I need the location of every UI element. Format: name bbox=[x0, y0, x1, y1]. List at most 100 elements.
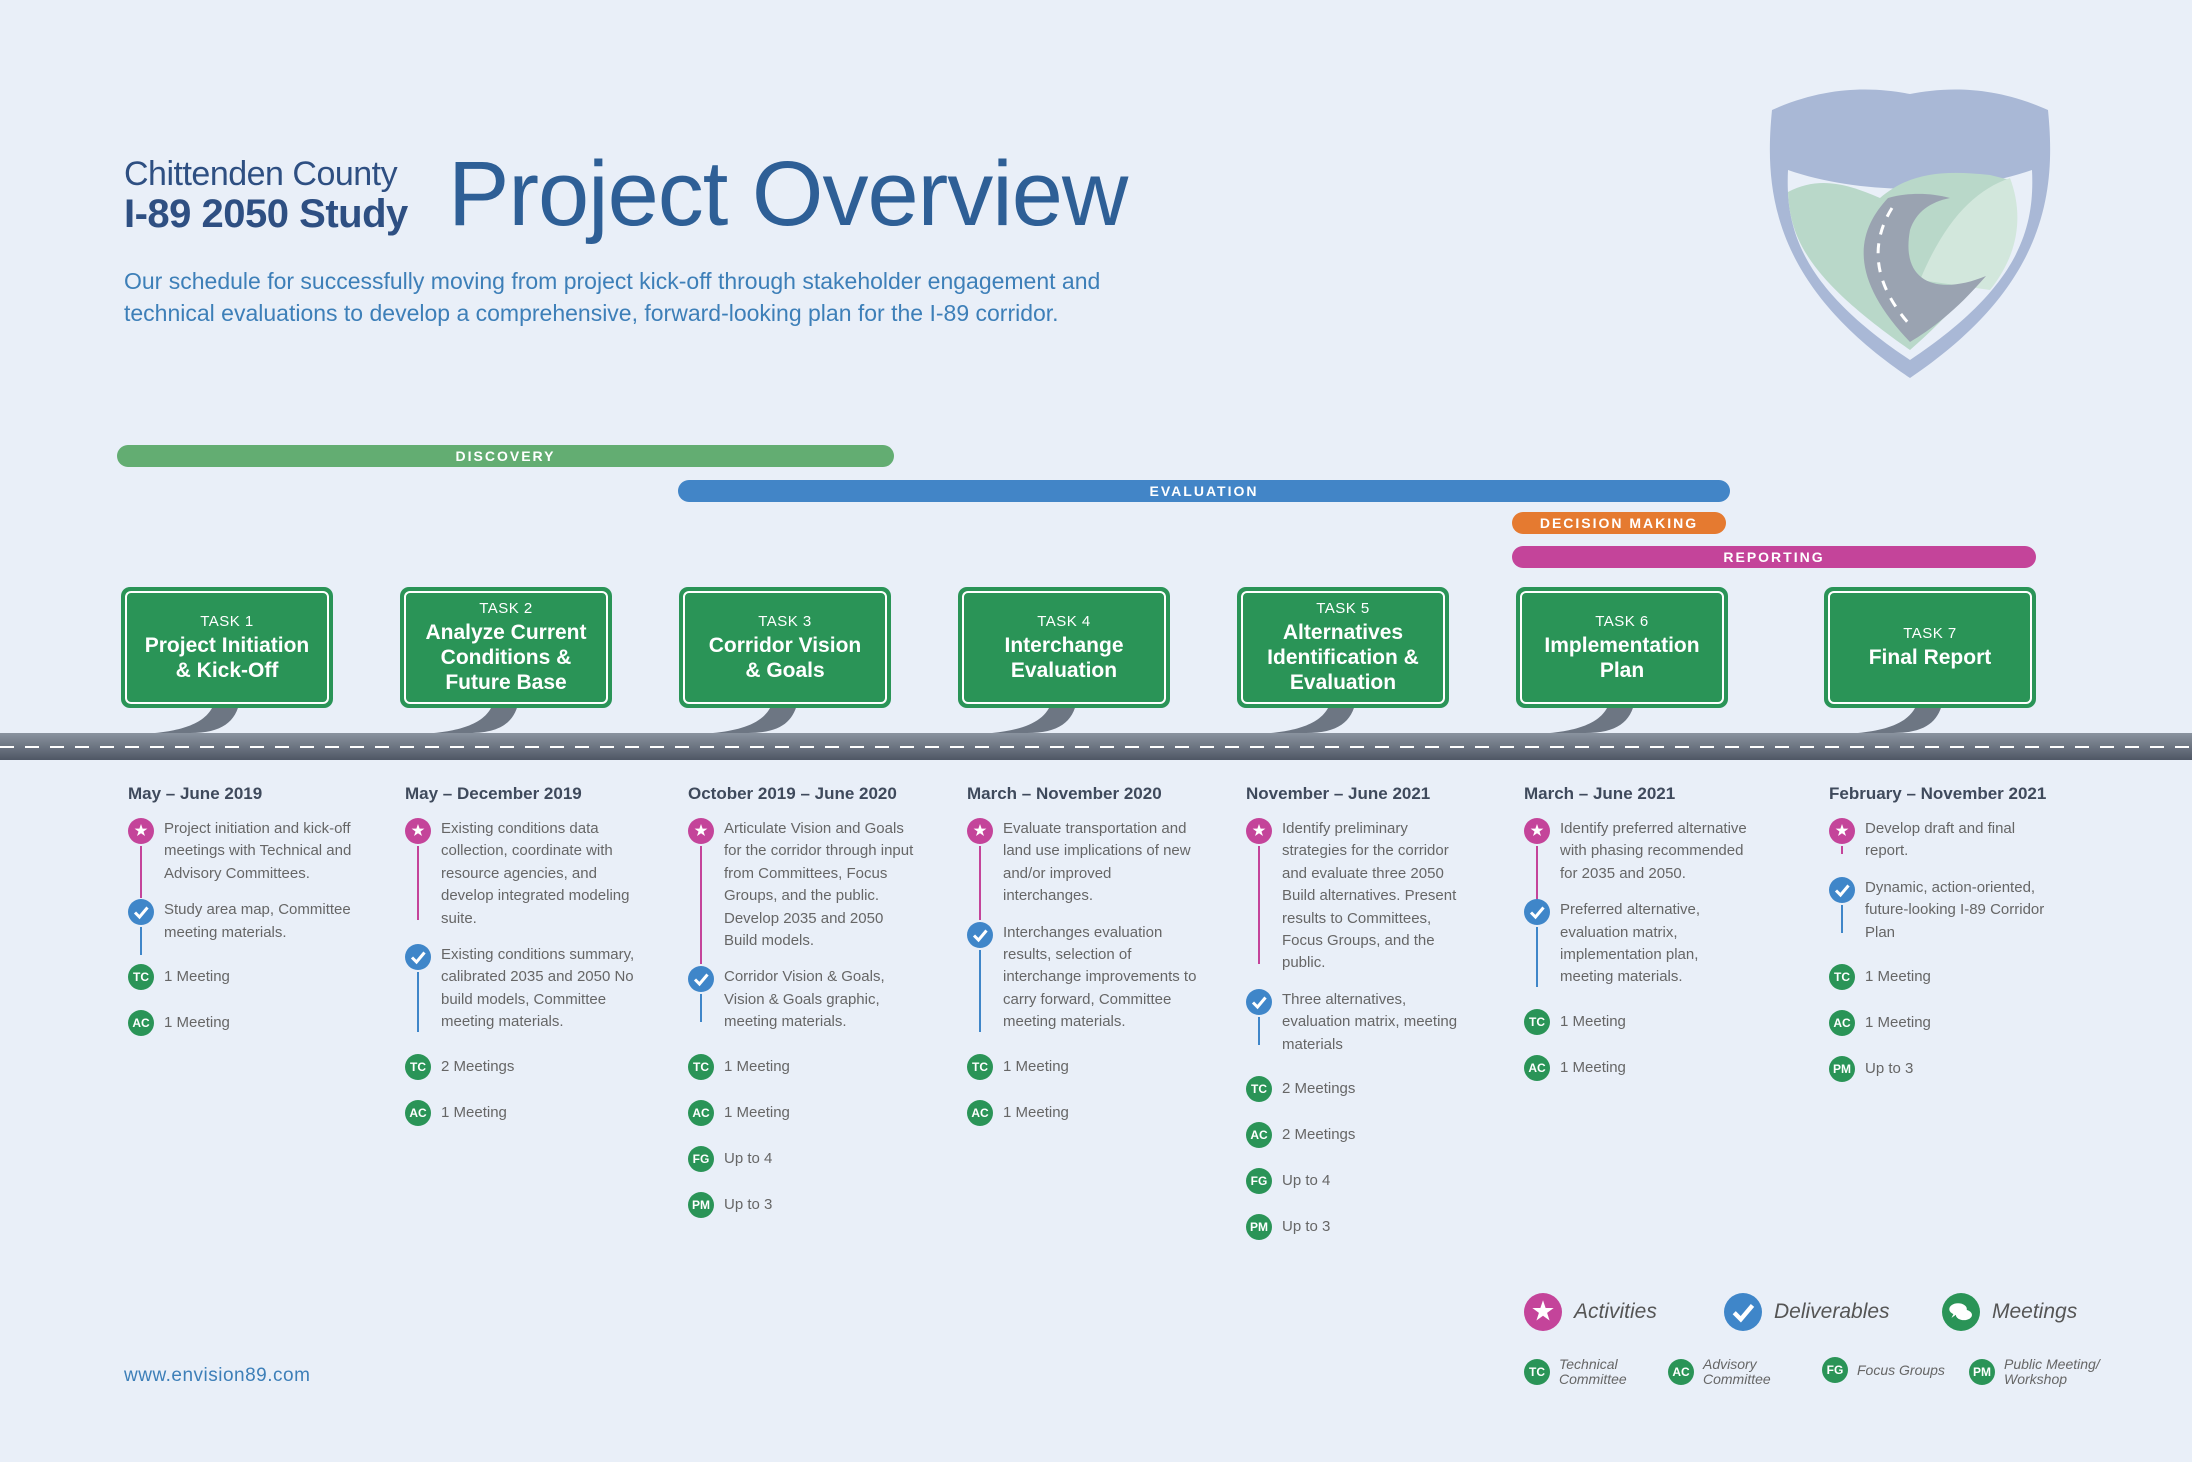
activity-connector bbox=[979, 846, 981, 920]
task-date: March – November 2020 bbox=[967, 784, 1162, 803]
activity-connector bbox=[417, 846, 419, 920]
task-name: Implementation Plan bbox=[1544, 633, 1700, 682]
phase-evaluation: EVALUATION bbox=[678, 480, 1730, 502]
meeting-tc: TC 1 Meeting bbox=[688, 1053, 918, 1080]
deliverable-text: Preferred alternative, evaluation matrix… bbox=[1560, 901, 1701, 986]
tc-badge: TC bbox=[967, 1053, 993, 1080]
ac-badge: AC bbox=[967, 1099, 993, 1126]
task-column-6: March – June 2021 Identify preferred alt… bbox=[1524, 784, 1754, 1081]
website-link[interactable]: www.envision89.com bbox=[124, 1365, 311, 1386]
activity-connector bbox=[700, 846, 702, 964]
meeting-ac: AC 1 Meeting bbox=[967, 1099, 1197, 1126]
meeting-count: Up to 3 bbox=[1865, 1060, 1914, 1078]
task-date: May – December 2019 bbox=[405, 784, 582, 803]
meeting-ac: AC 1 Meeting bbox=[405, 1099, 635, 1126]
meeting-count: 1 Meeting bbox=[724, 1057, 790, 1075]
legend-label: Focus Groups bbox=[1857, 1361, 1945, 1378]
phase-decision-making: DECISION MAKING bbox=[1512, 512, 1726, 534]
task-number: TASK 4 bbox=[1037, 612, 1091, 630]
activity-star-icon bbox=[688, 818, 714, 844]
task-name: Alternatives Identification & Evaluation bbox=[1267, 621, 1419, 694]
activity-connector bbox=[140, 846, 142, 898]
deliverable-check-icon bbox=[1524, 899, 1550, 926]
fg-badge: FG bbox=[1246, 1168, 1272, 1195]
tc-badge: TC bbox=[688, 1053, 714, 1080]
task-name: Project Initiation & Kick-Off bbox=[144, 633, 310, 682]
deliverable-text: Dynamic, action-oriented, future-looking… bbox=[1865, 878, 2045, 941]
tc-badge: TC bbox=[1524, 1359, 1550, 1385]
ac-badge: AC bbox=[405, 1099, 431, 1126]
task-column-2: May – December 2019 Existing conditions … bbox=[405, 784, 635, 1126]
task-sign-7: TASK 7 Final Report bbox=[1824, 587, 2036, 708]
deliverable-connector bbox=[140, 927, 142, 956]
deliverable-check-icon bbox=[688, 966, 714, 993]
road-ramps bbox=[155, 700, 1943, 733]
ac-badge: AC bbox=[1524, 1054, 1550, 1081]
activity-text: Identify preferred alternative with phas… bbox=[1560, 820, 1747, 882]
meeting-fg: FG Up to 4 bbox=[688, 1145, 918, 1172]
activity-item: Identify preliminary strategies for the … bbox=[1246, 818, 1476, 989]
activity-text: Project initiation and kick-off meetings… bbox=[164, 820, 352, 882]
meeting-tc: TC 1 Meeting bbox=[967, 1053, 1197, 1080]
pm-badge: PM bbox=[688, 1191, 714, 1218]
deliverable-item: Study area map, Committee meeting materi… bbox=[128, 899, 358, 956]
activity-text: Develop draft and final report. bbox=[1865, 820, 2016, 860]
meeting-count: 1 Meeting bbox=[1560, 1012, 1626, 1030]
meeting-count: 1 Meeting bbox=[1003, 1057, 1069, 1075]
deliverable-text: Interchanges evaluation results, selecti… bbox=[1003, 923, 1197, 1031]
task-column-3: October 2019 – June 2020 Articulate Visi… bbox=[688, 784, 918, 1218]
pm-badge: PM bbox=[1246, 1214, 1272, 1241]
deliverable-item: Dynamic, action-oriented, future-looking… bbox=[1829, 876, 2059, 944]
task-name: Final Report bbox=[1868, 646, 1992, 669]
deliverable-item: Preferred alternative, evaluation matrix… bbox=[1524, 899, 1754, 989]
legend-fg: FG Focus Groups bbox=[1822, 1357, 1945, 1383]
task-number: TASK 1 bbox=[200, 612, 254, 630]
task-sign-3: TASK 3 Corridor Vision & Goals bbox=[679, 587, 891, 708]
meeting-count: Up to 4 bbox=[724, 1149, 773, 1167]
meeting-count: 2 Meetings bbox=[441, 1057, 515, 1075]
task-date: February – November 2021 bbox=[1829, 784, 2047, 803]
deliverable-item: Corridor Vision & Goals, Vision & Goals … bbox=[688, 966, 918, 1033]
task-name: Interchange Evaluation bbox=[1004, 633, 1124, 682]
deliverable-item: Interchanges evaluation results, selecti… bbox=[967, 921, 1197, 1034]
legend-label: Activities bbox=[1574, 1300, 1657, 1323]
fg-badge: FG bbox=[688, 1145, 714, 1172]
deliverable-item: Three alternatives, evaluation matrix, m… bbox=[1246, 988, 1476, 1056]
deliverable-connector bbox=[700, 994, 702, 1023]
page-title: Project Overview bbox=[448, 143, 1128, 245]
tc-badge: TC bbox=[1246, 1076, 1272, 1103]
legend-label: Meetings bbox=[1992, 1300, 2078, 1323]
deliverable-text: Three alternatives, evaluation matrix, m… bbox=[1282, 990, 1458, 1053]
deliverable-connector bbox=[1258, 1016, 1260, 1045]
meeting-count: 1 Meeting bbox=[1865, 1014, 1931, 1032]
meeting-count: Up to 3 bbox=[724, 1195, 773, 1213]
meeting-count: 1 Meeting bbox=[441, 1103, 507, 1121]
meeting-count: Up to 3 bbox=[1282, 1218, 1331, 1236]
activity-connector bbox=[1258, 846, 1260, 964]
deliverable-check-icon bbox=[1829, 876, 1855, 903]
meeting-count: 1 Meeting bbox=[164, 1014, 230, 1032]
meeting-count: 1 Meeting bbox=[1003, 1103, 1069, 1121]
activity-star-icon bbox=[1829, 818, 1855, 844]
activity-text: Existing conditions data collection, coo… bbox=[441, 820, 630, 927]
meeting-pm: PM Up to 3 bbox=[688, 1191, 918, 1218]
ac-badge: AC bbox=[1668, 1359, 1694, 1385]
task-number: TASK 2 bbox=[479, 600, 533, 617]
meeting-count: 1 Meeting bbox=[164, 968, 230, 986]
deliverable-check-icon bbox=[128, 899, 154, 926]
tc-badge: TC bbox=[1829, 964, 1855, 991]
meeting-count: 2 Meetings bbox=[1282, 1126, 1356, 1144]
task-date: March – June 2021 bbox=[1524, 784, 1676, 803]
activity-star-icon bbox=[967, 818, 993, 844]
pm-badge: PM bbox=[1829, 1056, 1855, 1083]
